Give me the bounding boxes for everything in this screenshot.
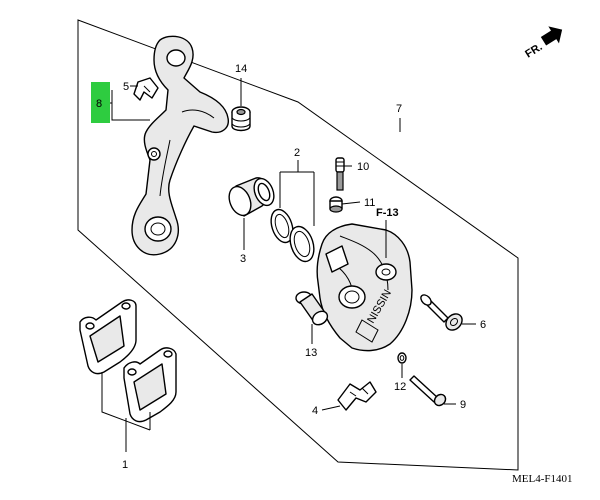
pad-spring [337,381,377,411]
drawing-code: MEL4-F1401 [512,473,573,485]
pin-plug [397,352,407,364]
callout-14: 14 [235,63,247,75]
callout-5: 5 [123,81,129,93]
bracket-bolt [147,147,161,161]
pad-pin [409,375,447,407]
caliper-pin-boss [375,263,397,281]
slide-sleeve [295,291,329,326]
bleeder-cap [329,196,343,213]
callout-3: 3 [240,253,246,265]
caliper-pin-bolt [420,294,463,331]
callout-10: 10 [357,161,369,173]
callout-8: 8 [96,98,102,110]
callout-1: 1 [122,459,128,471]
caliper-bore [338,285,366,309]
bracket-pivot-hole [166,49,186,67]
caliper-bracket [131,35,229,256]
piston-seal [270,208,294,244]
callout-13: 13 [305,347,317,359]
piston [228,177,275,217]
callout-labels: 8 5 14 7 2 10 11 F-13 3 6 13 12 9 4 1 ME… [91,63,573,485]
brake-pad-inner [79,299,137,375]
callout-7: 7 [396,103,402,115]
front-direction-indicator: FR. [523,26,563,61]
callout-4: 4 [312,405,318,417]
callout-9: 9 [460,399,466,411]
piston-seal-set [270,208,315,263]
leader-lines [96,78,476,452]
bracket-mount-hole [144,216,172,242]
front-direction-label: FR. [523,41,544,61]
callout-2: 2 [294,147,300,159]
callout-6: 6 [480,319,486,331]
dust-seal [289,225,315,263]
callout-12: 12 [394,381,406,393]
reference-f13: F-13 [376,207,399,219]
callout-11: 11 [364,197,375,209]
bleed-screw [335,157,345,191]
caliper-body: NISSIN [316,223,413,352]
brake-pad-outer [123,347,177,423]
front-arrow-icon [540,26,563,46]
boot [231,106,251,132]
part-8-highlight [91,82,110,123]
assembly-frame [77,19,519,471]
retainer-clip [133,77,159,101]
